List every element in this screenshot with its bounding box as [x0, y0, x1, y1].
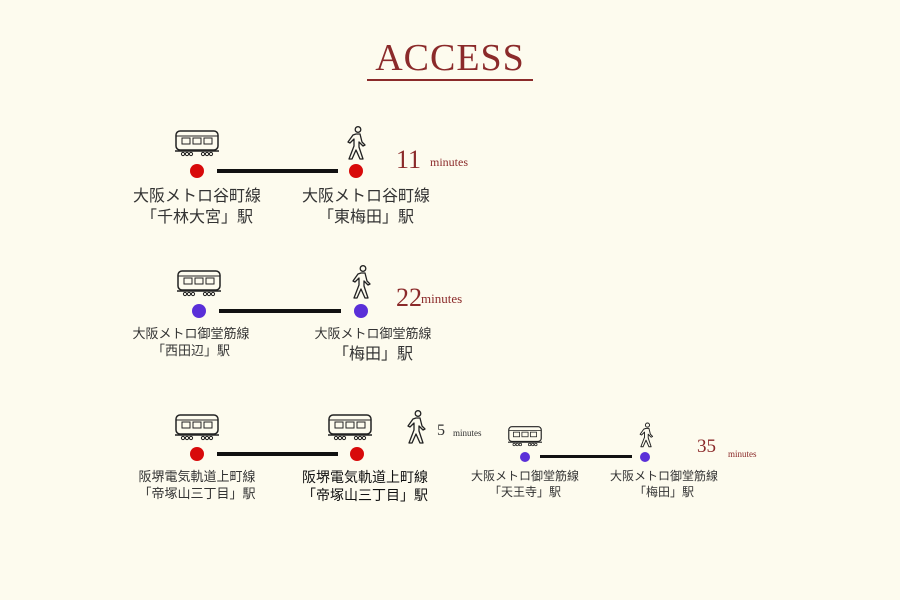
line-name: 大阪メトロ御堂筋線 [470, 469, 580, 483]
page-title: ACCESS [375, 37, 525, 79]
station-dot [190, 447, 204, 461]
line-name: 大阪メトロ御堂筋線 [314, 327, 432, 342]
line-name: 大阪メトロ谷町線 [132, 186, 262, 205]
train-icon [175, 129, 219, 157]
line-name: 大阪メトロ御堂筋線 [609, 469, 719, 483]
station-dot [192, 304, 206, 318]
station-name: 「西田辺」駅 [151, 343, 231, 359]
station-name: 「天王寺」駅 [488, 484, 562, 499]
station-label: 大阪メトロ御堂筋線「西田辺」駅 [132, 327, 249, 361]
station-name: 「梅田」駅 [332, 343, 414, 363]
route-line [219, 309, 341, 313]
route-line [217, 452, 338, 456]
station-name: 「千林大宮」駅 [140, 206, 254, 226]
walk-icon [406, 410, 426, 444]
route-line [217, 169, 338, 173]
station-dot [354, 304, 368, 318]
line-name: 大阪メトロ谷町線 [301, 186, 431, 205]
train-icon [175, 413, 219, 441]
time-unit: minutes [728, 449, 757, 459]
route-line [540, 455, 632, 458]
train-icon [177, 269, 221, 297]
line-name: 阪堺電気軌道上町線 [302, 470, 428, 486]
line-name: 大阪メトロ御堂筋線 [132, 327, 250, 342]
station-label: 大阪メトロ谷町線「千林大宮」駅 [133, 186, 261, 228]
station-label: 大阪メトロ御堂筋線「梅田」駅 [610, 469, 718, 500]
station-dot [520, 452, 530, 462]
walk-icon [639, 423, 654, 448]
station-dot [350, 447, 364, 461]
station-label: 大阪メトロ御堂筋線「天王寺」駅 [471, 469, 579, 500]
station-dot [640, 452, 650, 462]
walk-icon [346, 126, 366, 160]
time-unit: minutes [421, 291, 463, 306]
travel-time: 35 [697, 436, 716, 457]
station-dot [349, 164, 363, 178]
station-dot [190, 164, 204, 178]
walk-icon [351, 265, 371, 299]
station-label: 大阪メトロ御堂筋線「梅田」駅 [314, 327, 431, 365]
train-icon [328, 413, 372, 441]
travel-time: 11 [396, 145, 422, 174]
station-name: 「帝塚山三丁目」駅 [302, 488, 428, 505]
time-unit: minutes [453, 428, 482, 438]
time-unit: minutes [430, 155, 468, 169]
station-name: 「東梅田」駅 [317, 206, 415, 226]
station-name: 「帝塚山三丁目」駅 [138, 486, 256, 502]
station-name: 「梅田」駅 [633, 484, 695, 499]
travel-time: 5 [437, 422, 445, 439]
station-label: 阪堺電気軌道上町線「帝塚山三丁目」駅 [138, 470, 255, 504]
station-label: 阪堺電気軌道上町線「帝塚山三丁目」駅 [302, 469, 428, 505]
train-icon [508, 425, 542, 447]
title-underline [367, 79, 533, 81]
line-name: 阪堺電気軌道上町線 [138, 470, 256, 485]
travel-time: 22 [396, 283, 422, 312]
station-label: 大阪メトロ谷町線「東梅田」駅 [302, 186, 430, 228]
